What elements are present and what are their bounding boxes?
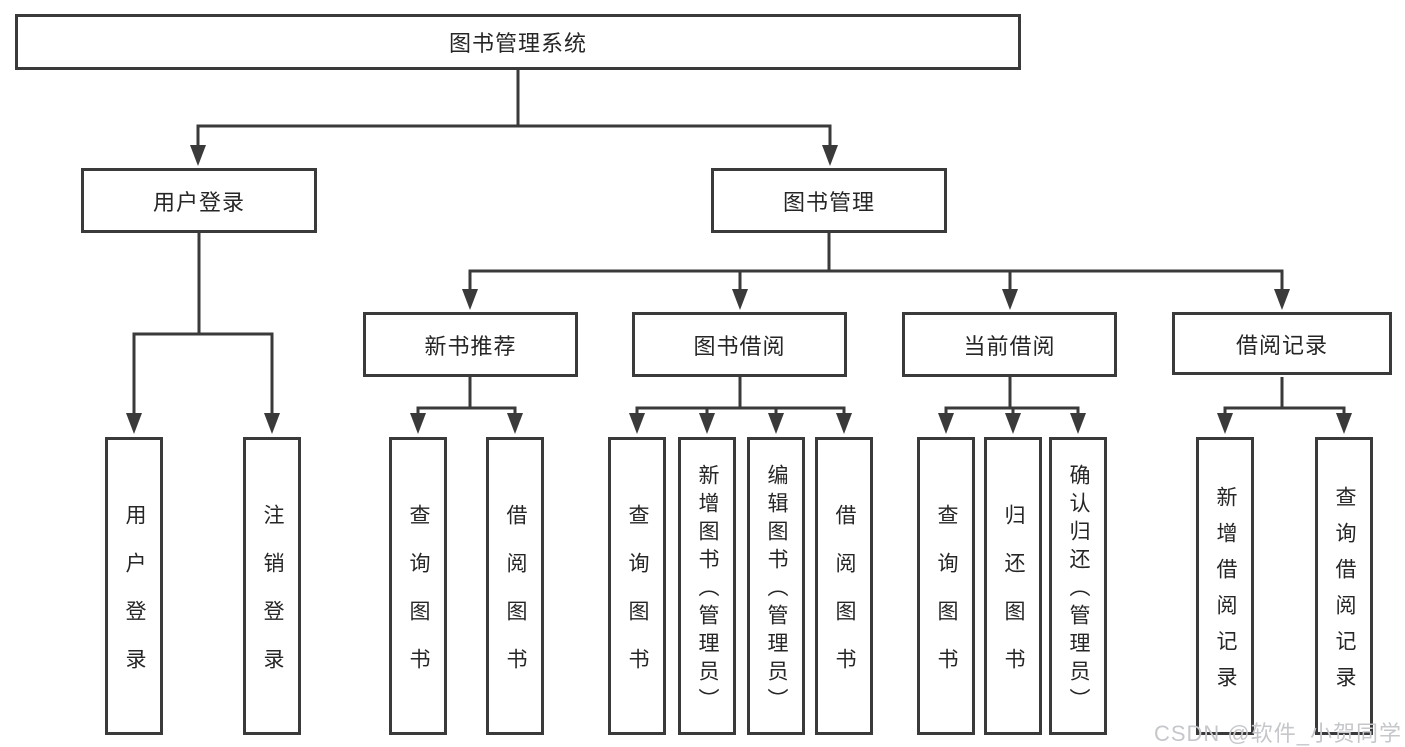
node-book-borrowing: 图书借阅 [632,312,847,377]
leaf-label: 确认归还（管理员） [1067,463,1090,716]
node-label: 借阅记录 [1235,332,1328,358]
leaf-return-book: 归还图书 [984,437,1042,735]
leaf-label: 查询图书 [935,503,958,696]
leaf-borrow-books-borrowing: 借阅图书 [815,437,873,735]
leaf-label: 新增图书（管理员） [696,463,719,716]
leaf-query-borrow-record: 查询借阅记录 [1315,437,1373,735]
leaf-query-books-current: 查询图书 [917,437,975,735]
leaf-label: 新增借阅记录 [1214,485,1237,702]
leaf-label: 查询图书 [407,503,430,696]
leaf-user-login: 用户登录 [105,437,163,735]
leaf-confirm-return-admin: 确认归还（管理员） [1049,437,1107,735]
node-label: 当前借阅 [963,333,1056,359]
leaf-add-book-admin: 新增图书（管理员） [678,437,736,735]
node-label: 新书推荐 [424,333,517,359]
node-borrowing-records: 借阅记录 [1172,312,1392,375]
node-current-borrowing: 当前借阅 [902,312,1117,377]
leaf-borrow-books-recommend: 借阅图书 [486,437,544,735]
leaf-label: 借阅图书 [833,503,856,696]
node-label: 图书借阅 [693,333,786,359]
leaf-query-books-recommend: 查询图书 [389,437,447,735]
node-new-book-recommend: 新书推荐 [363,312,578,377]
leaf-logout: 注销登录 [243,437,301,735]
leaf-query-books-borrowing: 查询图书 [608,437,666,735]
leaf-label: 用户登录 [123,503,146,696]
csdn-watermark: CSDN @软件_小贺同学 [1153,721,1402,746]
leaf-label: 编辑图书（管理员） [765,463,788,716]
leaf-label: 借阅图书 [504,503,527,696]
leaf-label: 归还图书 [1002,503,1025,696]
leaf-add-borrow-record: 新增借阅记录 [1196,437,1254,735]
node-user-login: 用户登录 [81,168,317,233]
node-label: 用户登录 [152,189,245,215]
leaf-label: 注销登录 [261,503,284,696]
node-library-system: 图书管理系统 [15,14,1021,70]
arrowheads [126,145,1352,434]
leaf-edit-book-admin: 编辑图书（管理员） [747,437,805,735]
node-label: 图书管理 [782,189,875,215]
leaf-label: 查询借阅记录 [1333,485,1356,702]
node-book-management: 图书管理 [711,168,947,233]
node-label: 图书管理系统 [448,31,587,56]
leaf-label: 查询图书 [626,503,649,696]
